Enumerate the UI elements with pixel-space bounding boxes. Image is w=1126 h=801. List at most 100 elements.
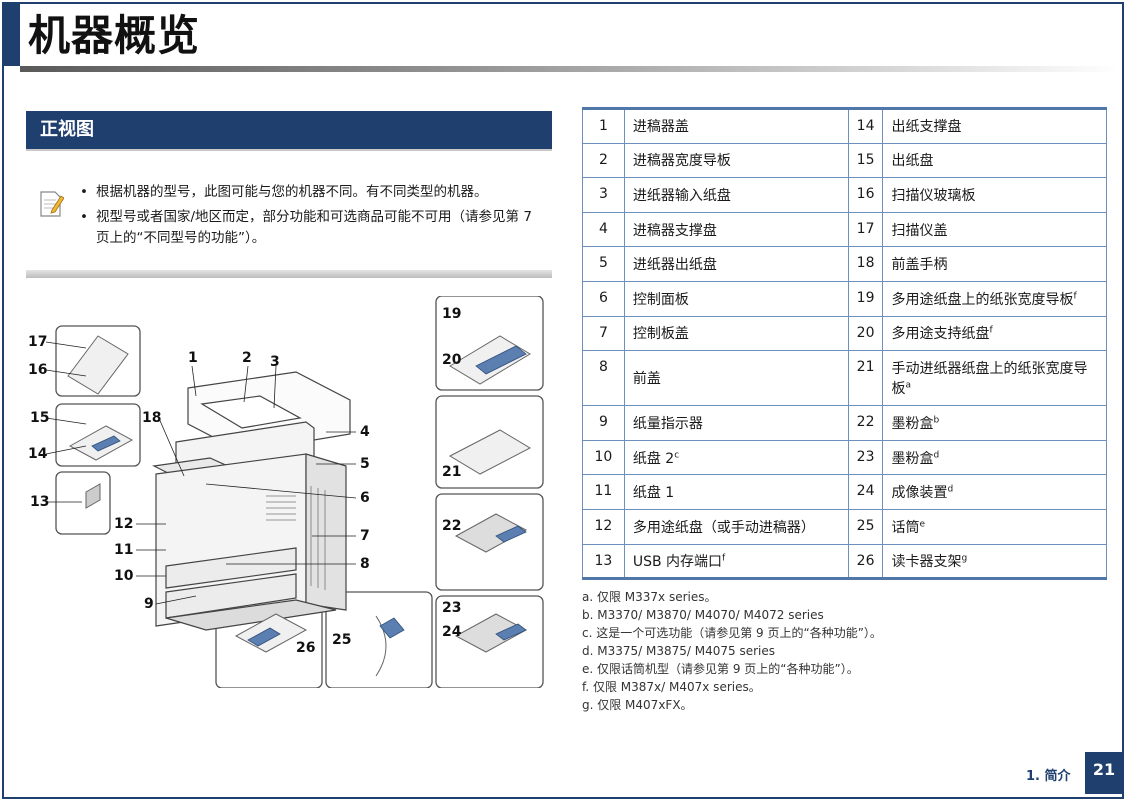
footnote: b. M3370/ M3870/ M4070/ M4072 series — [582, 608, 824, 622]
callout-24: 24 — [442, 624, 462, 640]
note-item: 根据机器的型号，此图可能与您的机器不同。有不同类型的机器。 — [78, 182, 548, 203]
footnote: g. 仅限 M407xFX。 — [582, 698, 693, 712]
part-name: USB 内存端口f — [623, 543, 849, 580]
part-name: 多用途纸盘上的纸张宽度导板f — [882, 280, 1107, 317]
footnote-ref: d — [933, 449, 940, 460]
part-name: 纸盘 2c — [623, 439, 849, 476]
callout-12: 12 — [114, 516, 134, 532]
part-name: 扫描仪玻璃板 — [882, 177, 1107, 213]
footnote-ref: d — [947, 484, 954, 495]
callout-23: 23 — [442, 600, 462, 616]
part-name: 出纸盘 — [882, 142, 1107, 179]
title-accent-bar — [4, 4, 20, 66]
callout-13: 13 — [30, 494, 50, 510]
base — [165, 599, 337, 631]
part-number: 6 — [582, 280, 625, 317]
part-number: 12 — [582, 508, 625, 545]
callout-19: 19 — [442, 306, 462, 322]
page-title: 机器概览 — [28, 11, 201, 60]
callout-21: 21 — [442, 464, 462, 480]
note-list: 根据机器的型号，此图可能与您的机器不同。有不同类型的机器。 视型号或者国家/地区… — [78, 182, 548, 253]
callout-3: 3 — [270, 354, 280, 370]
page-number: 21 — [1085, 752, 1123, 794]
part-name: 手动进纸器纸盘上的纸张宽度导板a — [882, 350, 1107, 407]
note-bottom-bar — [26, 270, 552, 278]
part-number: 19 — [847, 280, 884, 317]
section-divider — [26, 149, 552, 151]
footnote: d. M3375/ M3875/ M4075 series — [582, 644, 775, 658]
part-name: 进纸器出纸盘 — [623, 246, 849, 282]
part-number: 1 — [582, 108, 625, 144]
footnote-ref: b — [933, 415, 940, 426]
right-side — [305, 453, 347, 611]
part-number: 17 — [847, 211, 884, 248]
callout-10: 10 — [114, 568, 134, 584]
part-name: 前盖手柄 — [882, 246, 1107, 282]
inset-handset — [325, 591, 433, 688]
callout-6: 6 — [360, 490, 370, 506]
tray-2 — [165, 573, 297, 619]
part-name: 进稿器宽度导板 — [623, 142, 849, 179]
footnote: f. 仅限 M387x/ M407x series。 — [582, 680, 761, 694]
part-number: 24 — [847, 474, 884, 510]
part-name: 进纸器输入纸盘 — [623, 177, 849, 213]
note-box: 根据机器的型号，此图可能与您的机器不同。有不同类型的机器。 视型号或者国家/地区… — [26, 174, 552, 278]
tray-1 — [165, 547, 297, 589]
part-name: 进稿器支撑盘 — [623, 211, 849, 248]
part-number: 20 — [847, 315, 884, 352]
part-name: 墨粉盒b — [882, 405, 1107, 441]
callout-15: 15 — [30, 410, 50, 426]
callout-14: 14 — [28, 446, 48, 462]
part-number: 13 — [582, 543, 625, 580]
adf-tray — [200, 395, 302, 429]
callout-22: 22 — [442, 518, 462, 534]
part-number: 21 — [847, 350, 884, 407]
part-number: 23 — [847, 439, 884, 476]
part-name: 纸盘 1 — [623, 474, 849, 510]
part-name: 纸量指示器 — [623, 405, 849, 441]
part-number: 18 — [847, 246, 884, 282]
chapter-label: 1. 简介 — [1026, 769, 1071, 784]
footnote-ref: e — [919, 519, 926, 530]
part-number: 14 — [847, 108, 884, 144]
part-number: 3 — [582, 177, 625, 213]
part-number: 8 — [582, 350, 625, 407]
callout-7: 7 — [360, 528, 370, 544]
part-number: 4 — [582, 211, 625, 248]
callout-1: 1 — [188, 350, 198, 366]
note-item: 视型号或者国家/地区而定，部分功能和可选商品可能不可用（请参见第 7 页上的“不… — [78, 207, 548, 249]
callout-11: 11 — [114, 542, 134, 558]
part-number: 2 — [582, 142, 625, 179]
printer-drawing — [45, 296, 544, 688]
footnote-ref: c — [674, 449, 680, 460]
footnote: a. 仅限 M337x series。 — [582, 590, 717, 604]
part-name: 扫描仪盖 — [882, 211, 1107, 248]
callout-18: 18 — [142, 410, 162, 426]
part-number: 10 — [582, 439, 625, 476]
part-number: 26 — [847, 543, 884, 580]
footnote-ref: a — [905, 380, 911, 391]
callout-16: 16 — [28, 362, 48, 378]
part-name: 控制面板 — [623, 280, 849, 317]
footnote: e. 仅限话筒机型（请参见第 9 页上的“各种功能”）。 — [582, 662, 859, 676]
callout-25: 25 — [332, 632, 352, 648]
callout-20: 20 — [442, 352, 462, 368]
title-divider — [20, 66, 1120, 72]
callout-26: 26 — [296, 640, 316, 656]
callout-17: 17 — [28, 334, 48, 350]
part-number: 16 — [847, 177, 884, 213]
part-name: 控制板盖 — [623, 315, 849, 352]
part-number: 15 — [847, 142, 884, 179]
machine-illustration: 17 16 15 14 13 18 1 2 3 4 5 6 7 8 12 11 … — [26, 296, 550, 688]
